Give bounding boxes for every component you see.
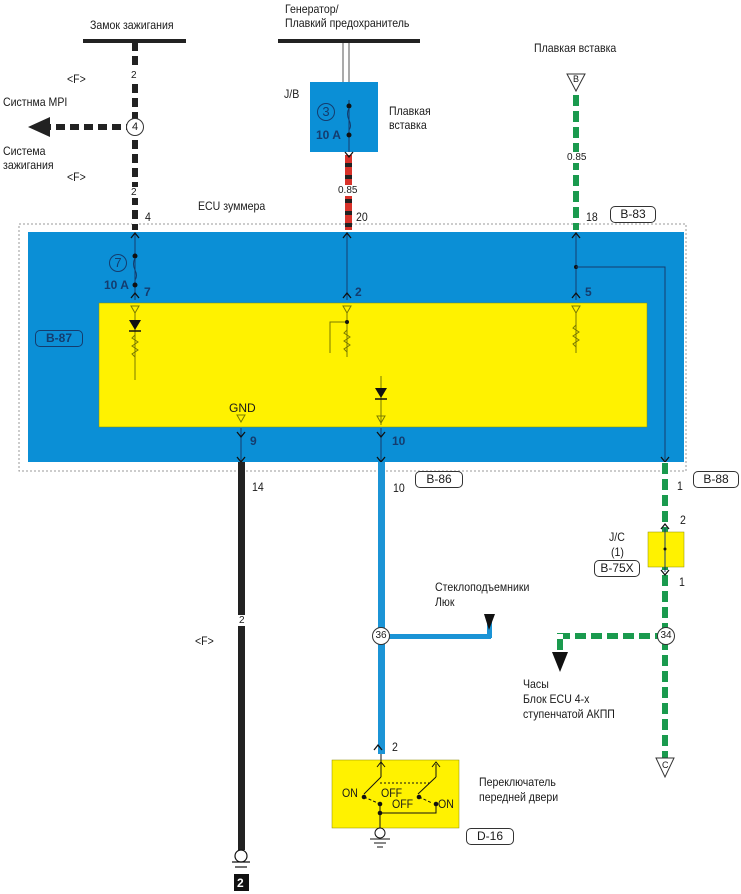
clock-label-1: Часы [523,677,549,691]
pin-5: 5 [585,285,592,299]
pin-1: 1 [677,479,683,493]
wire-blue-branch [385,634,491,639]
wire-ignition [132,43,138,230]
generator-label-2: Плавкий предохранитель [285,16,410,30]
connector-b83: B-83 [610,206,656,223]
switch-on-left: ON [342,786,358,800]
door-switch [331,759,460,829]
ground-badge [234,874,249,891]
fuse-rating: 10 A [104,278,129,292]
jc-pin-1: 1 [679,575,685,589]
ecu-title: ECU зуммера [198,199,266,213]
power-windows-label-2: Люк [435,595,455,609]
jc-sub: (1) [611,545,624,559]
terminal-c: C [662,760,669,770]
ecu-inner-circuit [98,302,648,428]
connector-b88: B-88 [693,471,739,488]
gnd-label: GND [229,401,256,415]
switch-off-1: OFF [381,786,403,800]
fuse-7: 7 [109,254,127,272]
pin-10b: 10 [393,481,405,495]
pin-10: 10 [392,434,406,448]
junction-36: 36 [372,627,390,645]
diode-icon [375,388,387,398]
connector-b86: B-86 [415,471,463,488]
connector-b87: B-87 [35,330,83,347]
wire-blue [378,462,385,754]
wire-size: 2 [130,70,138,81]
power-windows-label-1: Стеклоподъемники [435,580,530,594]
jc-title: J/C [609,530,625,544]
ignition-system-label-2: зажигания [3,158,54,172]
wire-size: 2 [130,187,138,198]
pin-2: 2 [355,285,362,299]
arrow-mpi-icon [28,117,50,137]
ecu-outline [18,223,687,472]
f-tag: <F> [67,170,86,184]
wire-size: 2 [238,615,246,626]
door-switch-label-2: передней двери [479,790,559,804]
wire-mpi-branch [42,124,132,130]
door-switch-label-1: Переключатель [479,775,556,789]
connector-b75x: B-75X [594,560,640,577]
diode-icon [129,320,141,330]
connector-d16: D-16 [466,828,514,845]
arrow-clock-icon [552,652,568,672]
ignition-switch-bus [83,39,186,43]
generator-label-1: Генератор/ [285,2,339,16]
pin-14: 14 [252,480,264,494]
generator-bus [278,39,420,43]
pin-9: 9 [250,434,257,448]
mpi-system-label: Систнма MPI [3,95,68,109]
wire-size: 0.85 [337,185,359,196]
pin-18: 18 [586,210,598,224]
terminal-c-icon [655,757,675,779]
switch-on-right: ON [438,797,454,811]
arrow-windows-icon [484,614,495,630]
pin-7: 7 [144,285,151,299]
clock-label-2: Блок ECU 4-х [523,692,590,706]
switch-off-2: OFF [392,797,414,811]
junction-4: 4 [126,118,144,136]
wire-size: 0.85 [566,152,588,163]
terminal-b: B [573,74,580,84]
switch-pin-2: 2 [392,740,398,754]
jb-fusible-label-1: Плавкая [389,104,431,118]
jb-fusible-label-2: вставка [389,118,427,132]
pin-4: 4 [145,210,151,224]
wire-ground [238,462,245,850]
pin-20: 20 [356,210,368,224]
fuse-3: 3 [317,103,335,121]
f-tag: <F> [67,72,86,86]
jb-title: J/B [284,87,300,101]
ignition-system-label-1: Система [3,144,46,158]
wire-green-bottom [662,462,668,758]
jc-pin-2: 2 [680,513,686,527]
clock-label-3: ступенчатой АКПП [523,707,615,721]
ignition-switch-label: Замок зажигания [90,18,174,32]
junction-34: 34 [657,627,675,645]
ground-number: 2 [237,876,244,890]
fuse-rating: 10 A [316,128,341,142]
terminal-b-icon [566,73,586,93]
fusible-link-label: Плавкая вставка [534,41,617,55]
f-tag: <F> [195,634,214,648]
wire-green-branch [557,633,662,639]
